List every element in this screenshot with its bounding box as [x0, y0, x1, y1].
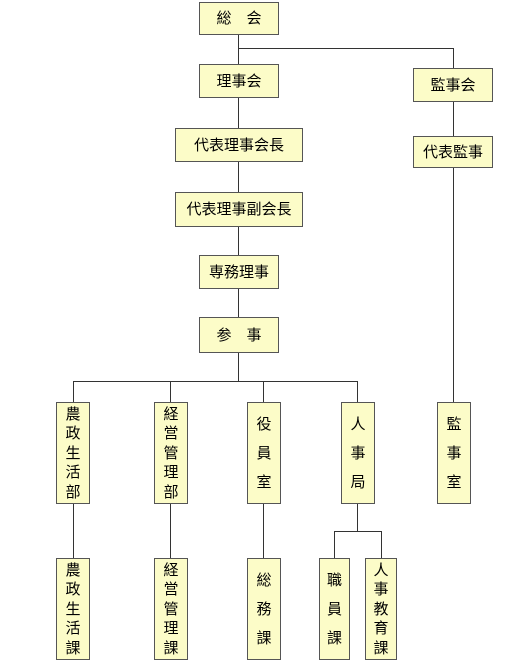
node-board-of-directors: 理事会	[199, 64, 279, 98]
node-label: 専務理事	[208, 262, 269, 281]
node-label: 監事会	[430, 75, 476, 94]
node-label-char: 活	[65, 619, 81, 638]
node-label-char: 課	[65, 638, 81, 657]
connector-line	[263, 504, 264, 558]
node-label: 代表理事副会長	[186, 200, 292, 218]
node-label-char: 管	[163, 443, 179, 462]
node-label: 理事会	[216, 71, 262, 90]
connector-line	[73, 504, 74, 558]
node-label-char: 人	[350, 414, 366, 433]
node-label-char: 理	[163, 619, 179, 638]
node-label-char: 部	[163, 482, 179, 501]
connector-line	[238, 289, 239, 317]
connector-line	[73, 381, 358, 382]
node-label-char: 監	[446, 414, 462, 433]
connector-line	[453, 168, 454, 402]
node-representative-director-vice-chairman: 代表理事副会長	[175, 192, 303, 227]
node-label-char: 農	[65, 560, 81, 579]
connector-line	[73, 381, 74, 402]
node-label-char: 教	[373, 599, 389, 618]
node-label-char: 政	[65, 580, 81, 599]
node-label-char: 人	[373, 560, 389, 579]
node-label-char: 員	[326, 599, 342, 618]
node-label-char: 員	[256, 443, 272, 462]
node-label-char: 課	[256, 628, 272, 647]
node-label: 総 会	[216, 9, 262, 27]
node-board-of-auditors: 監事会	[413, 68, 493, 102]
node-label-char: 務	[256, 599, 272, 618]
connector-line	[453, 48, 454, 68]
node-label-char: 局	[350, 472, 366, 491]
node-general-affairs-section: 総務課	[247, 558, 281, 660]
node-executive-director: 専務理事	[199, 255, 279, 289]
node-label-char: 課	[373, 638, 389, 657]
node-label-char: 課	[326, 628, 342, 647]
node-label: 代表監事	[422, 142, 483, 161]
connector-line	[170, 381, 171, 402]
connector-line	[334, 531, 335, 558]
node-management-dept: 経営管理部	[154, 402, 188, 504]
connector-line	[381, 531, 382, 558]
node-management-section: 経営管理課	[154, 558, 188, 660]
node-label-char: 管	[163, 599, 179, 618]
connector-line	[238, 227, 239, 255]
node-label-char: 政	[65, 424, 81, 443]
node-agricultural-policy-life-section: 農政生活課	[56, 558, 90, 660]
connector-line	[238, 353, 239, 381]
connector-line	[170, 504, 171, 558]
node-label-char: 活	[65, 463, 81, 482]
connector-line	[357, 504, 358, 531]
node-label-char: 生	[65, 599, 81, 618]
connector-line	[238, 35, 239, 64]
node-label-char: 総	[256, 570, 272, 589]
node-label-char: 経	[163, 560, 179, 579]
node-label-char: 農	[65, 404, 81, 423]
node-audit-office: 監事室	[437, 402, 471, 504]
connector-line	[263, 381, 264, 402]
node-counselor: 参 事	[199, 317, 279, 353]
node-label-char: 経	[163, 404, 179, 423]
node-agricultural-policy-life-dept: 農政生活部	[56, 402, 90, 504]
node-label-char: 事	[446, 443, 462, 462]
node-label-char: 生	[65, 443, 81, 462]
node-label-char: 課	[163, 638, 179, 657]
node-personnel-education-section: 人事教育課	[365, 558, 397, 660]
node-general-assembly: 総 会	[199, 2, 279, 35]
node-label-char: 事	[373, 580, 389, 599]
node-staff-section: 職員課	[319, 558, 350, 660]
node-personnel-bureau: 人事局	[341, 402, 375, 504]
node-label: 代表理事会長	[193, 135, 284, 154]
node-officers-office: 役員室	[247, 402, 281, 504]
node-label-char: 部	[65, 482, 81, 501]
node-representative-director-chairman: 代表理事会長	[175, 128, 303, 162]
node-label-char: 営	[163, 580, 179, 599]
connector-line	[453, 102, 454, 136]
node-label-char: 事	[350, 443, 366, 462]
node-label-char: 室	[446, 472, 462, 491]
connector-line	[238, 162, 239, 192]
connector-line	[238, 48, 454, 49]
node-label-char: 職	[326, 570, 342, 589]
connector-line	[334, 531, 382, 532]
node-label-char: 理	[163, 463, 179, 482]
node-label: 参 事	[216, 325, 262, 344]
node-label-char: 営	[163, 424, 179, 443]
node-label-char: 育	[373, 619, 389, 638]
connector-line	[238, 98, 239, 128]
connector-line	[357, 381, 358, 402]
node-label-char: 室	[256, 472, 272, 491]
node-label-char: 役	[256, 414, 272, 433]
node-representative-auditor: 代表監事	[413, 136, 493, 168]
